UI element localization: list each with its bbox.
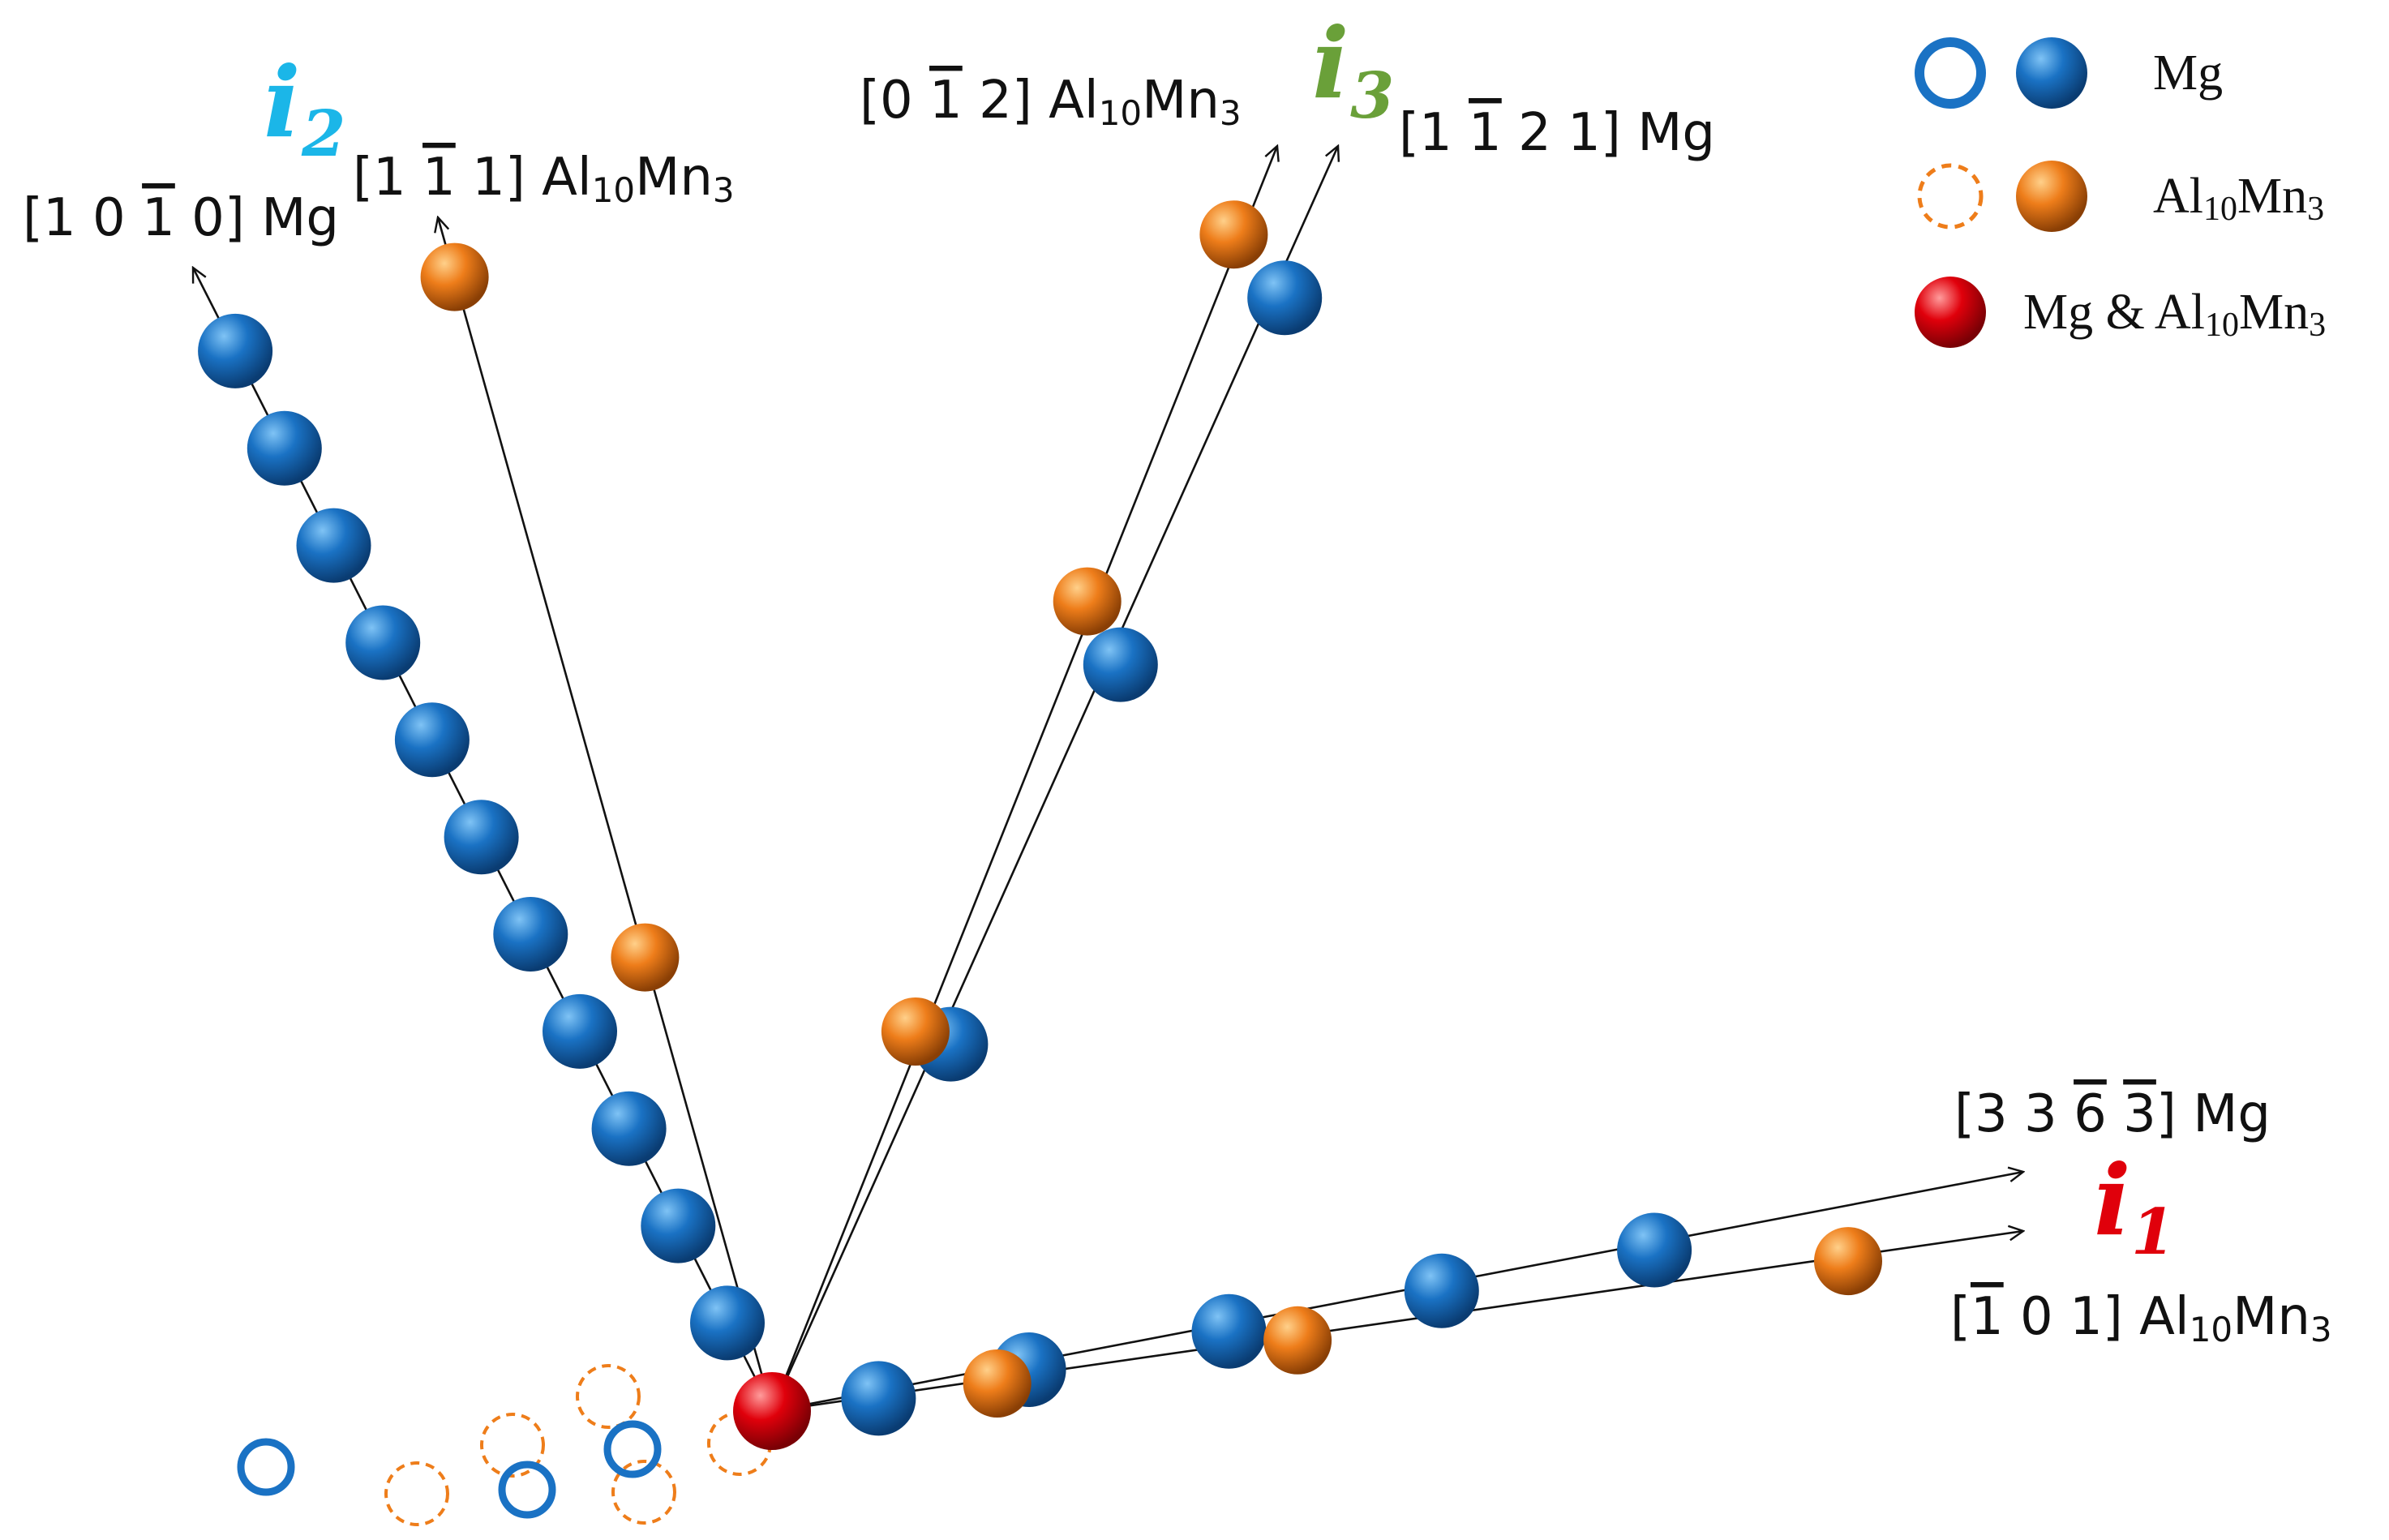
al10mn3-atom — [611, 923, 680, 992]
al10mn3-open-site — [576, 1364, 641, 1429]
index-digit: 3 — [2123, 1084, 2156, 1144]
label-al-101: [1 0 1] Al10Mn3 — [1950, 1287, 2332, 1349]
mg-open-site — [237, 1438, 295, 1496]
axis-i1-letter: i — [2094, 1143, 2131, 1258]
axis-i1-sub: 1 — [2131, 1195, 2175, 1269]
index-digit: 6 — [2074, 1084, 2107, 1144]
legend-both-symbol — [1915, 277, 1986, 348]
label-al-012: [0 1 2] Al10Mn3 — [860, 71, 1242, 133]
al10mn3-atom — [1263, 1306, 1332, 1375]
index-digit: 2 — [979, 71, 1012, 131]
index-digit: 3 — [2024, 1084, 2057, 1144]
legend-mg-text: Mg — [2153, 45, 2223, 101]
shared-origin-atom — [733, 1372, 811, 1450]
index-digit: 1 — [1419, 103, 1452, 163]
index-digit: 0 — [880, 71, 913, 131]
label-al-111-text: [1 1 1] Al10Mn3 — [353, 148, 735, 210]
index-digit: 1 — [142, 188, 175, 248]
mg-atom — [394, 702, 470, 778]
mg-lattice-sites — [237, 1420, 662, 1519]
mg-atom — [296, 508, 371, 583]
mg-atom — [1247, 260, 1323, 336]
mg-atom — [1404, 1253, 1479, 1328]
al10mn3-open-site — [384, 1461, 449, 1526]
legend-both-text: Mg & Al10Mn3 — [2023, 285, 2326, 344]
legend-al-open-symbol — [1917, 163, 1984, 229]
axis-i2-label: i 2 — [264, 45, 345, 171]
index-digit: 0 — [2020, 1287, 2053, 1347]
label-mg-3363-text: [3 3 6 3] Mg — [1954, 1084, 2271, 1144]
index-digit: 3 — [1975, 1084, 2008, 1144]
axis-i2-sub: 2 — [301, 97, 345, 171]
axis-i3-letter: i — [1312, 6, 1349, 121]
aligned-atom-rows — [198, 200, 1882, 1450]
mg-atom — [1617, 1212, 1692, 1288]
index-digit: 1 — [1469, 103, 1502, 163]
al10mn3-atom — [420, 242, 489, 311]
legend: Mg Al10Mn3 Mg & Al10Mn3 — [1915, 37, 2326, 348]
mg-open-site — [603, 1420, 662, 1478]
mg-atom — [247, 410, 322, 486]
label-al-101-text: [1 0 1] Al10Mn3 — [1950, 1287, 2332, 1349]
label-mg-3363: [3 3 6 3] Mg — [1954, 1084, 2271, 1144]
index-digit: 0 — [191, 188, 225, 248]
al10mn3-atom — [1199, 200, 1268, 269]
legend-mg-filled-symbol — [2016, 37, 2087, 109]
al10mn3-open-site — [480, 1413, 545, 1478]
label-al-111: [1 1 1] Al10Mn3 — [353, 148, 735, 210]
index-digit: 1 — [43, 188, 76, 248]
al10mn3-atom — [1053, 567, 1122, 636]
mg-atom — [543, 993, 617, 1069]
axis-i3-sub: 3 — [1350, 59, 1394, 133]
label-al-012-text: [0 1 2] Al10Mn3 — [860, 71, 1242, 133]
al10mn3-open-site — [611, 1460, 676, 1525]
al10mn3-atom — [881, 997, 950, 1066]
mg-atom — [591, 1091, 667, 1166]
axis-i3-label: i 3 — [1312, 6, 1394, 133]
mg-atom — [198, 313, 273, 388]
label-mg-1010: [1 0 1 0] Mg — [23, 188, 339, 248]
vector-mg_1121 — [770, 146, 1338, 1412]
al10mn3-atom — [963, 1349, 1032, 1418]
mg-atom — [345, 605, 421, 680]
mg-atom — [690, 1285, 765, 1361]
legend-al-text: Al10Mn3 — [2153, 169, 2324, 228]
al10mn3-lattice-sites — [384, 1364, 772, 1526]
index-digit: 2 — [1518, 103, 1551, 163]
index-digit: 1 — [929, 71, 963, 131]
mg-open-site — [498, 1461, 556, 1519]
mg-atom — [1083, 627, 1158, 702]
label-mg-1010-text: [1 0 1 0] Mg — [23, 188, 339, 248]
index-digit: 1 — [2069, 1287, 2103, 1347]
axis-i1-label: i 1 — [2094, 1143, 2175, 1269]
index-digit: 1 — [472, 148, 505, 208]
direction-vectors — [193, 146, 2023, 1413]
axis-i2-letter: i — [264, 45, 301, 160]
mg-atom — [841, 1361, 916, 1436]
index-digit: 0 — [92, 188, 126, 248]
legend-al-filled-symbol — [2016, 161, 2087, 232]
mg-atom — [493, 897, 568, 972]
index-digit: 1 — [373, 148, 406, 208]
label-mg-1121-text: [1 1 2 1] Mg — [1399, 103, 1715, 163]
index-digit: 1 — [422, 148, 456, 208]
legend-mg-open-symbol — [1915, 37, 1986, 109]
mg-atom — [1191, 1293, 1267, 1369]
mg-atom — [641, 1188, 716, 1263]
vector-al_012 — [770, 146, 1277, 1412]
mg-atom — [444, 800, 519, 875]
index-digit: 1 — [1568, 103, 1601, 163]
vector-al_111 — [438, 217, 774, 1412]
index-digit: 1 — [1971, 1287, 2004, 1347]
label-mg-1121: [1 1 2 1] Mg — [1399, 103, 1715, 163]
al10mn3-atom — [1814, 1227, 1882, 1296]
